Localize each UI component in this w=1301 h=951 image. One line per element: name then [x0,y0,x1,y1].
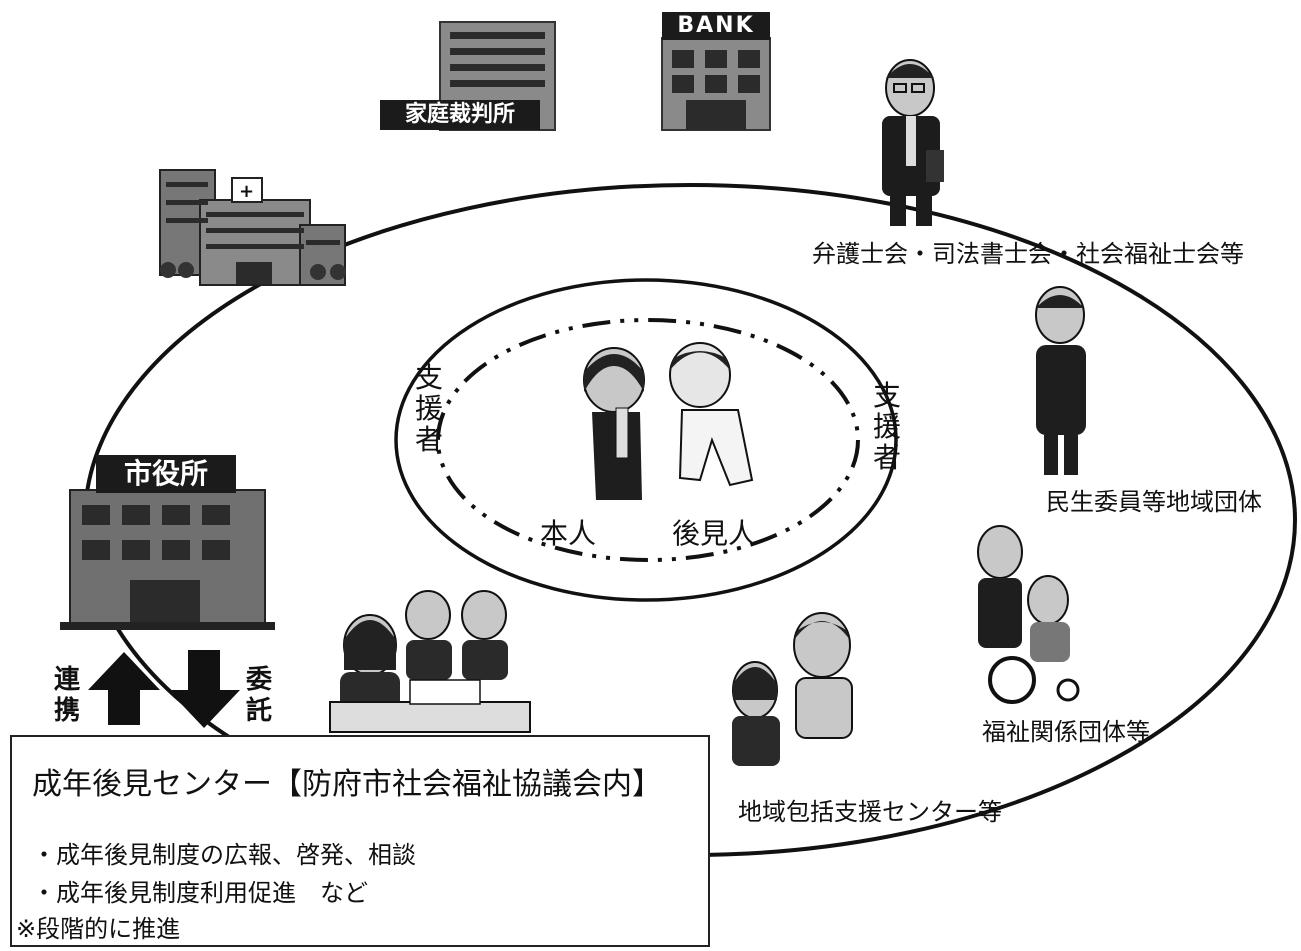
court-sign: 家庭裁判所 [380,100,540,130]
city-hall-sign: 市役所 [96,455,236,493]
community-center-staff-icon [732,612,853,766]
city-hall-building-icon [60,489,275,630]
lawyer-figure-icon [882,59,944,226]
info-item-phased: ※段階的に推進 [16,915,181,943]
local-groups-label: 民生委員等地域団体 [1046,488,1262,516]
legal-professionals-label: 弁護士会・司法書士会・社会福祉士会等 [812,240,1244,268]
bank-sign: BANK [662,12,770,40]
info-item-promotion: ・成年後見制度利用促進 など [32,879,368,907]
svg-text:+: + [239,181,254,202]
entrustment-label: 委託 [245,665,272,726]
bank-building-icon [661,37,771,131]
cooperation-label: 連携 [53,665,80,726]
entrustment-down-arrow [168,650,240,728]
supporter-left-label: 支援者 [414,361,443,456]
community-volunteer-icon [1035,286,1086,475]
guardian-figure-icon [669,342,754,487]
guardianship-center-title: 成年後見センター【防府市社会福祉協議会内】 [32,767,662,802]
cooperation-up-arrow [88,652,160,725]
welfare-wheelchair-icon [977,525,1080,704]
supporter-right-label: 支援者 [872,379,901,474]
welfare-groups-label: 福祉関係団体等 [982,718,1150,746]
hospital-icon: + [159,169,346,286]
community-center-label: 地域包括支援センター等 [738,798,1002,826]
guardian-label: 後見人 [672,517,757,550]
principal-figure-icon [583,347,645,500]
consultation-scene-icon [329,590,531,733]
supporter-dashdot-ring [436,318,860,562]
inner-support-ring [394,278,898,602]
info-item-publicity: ・成年後見制度の広報、啓発、相談 [32,841,416,869]
guardianship-center-box: 成年後見センター【防府市社会福祉協議会内】 ・成年後見制度の広報、啓発、相談 ・… [10,735,710,947]
principal-label: 本人 [540,517,597,550]
